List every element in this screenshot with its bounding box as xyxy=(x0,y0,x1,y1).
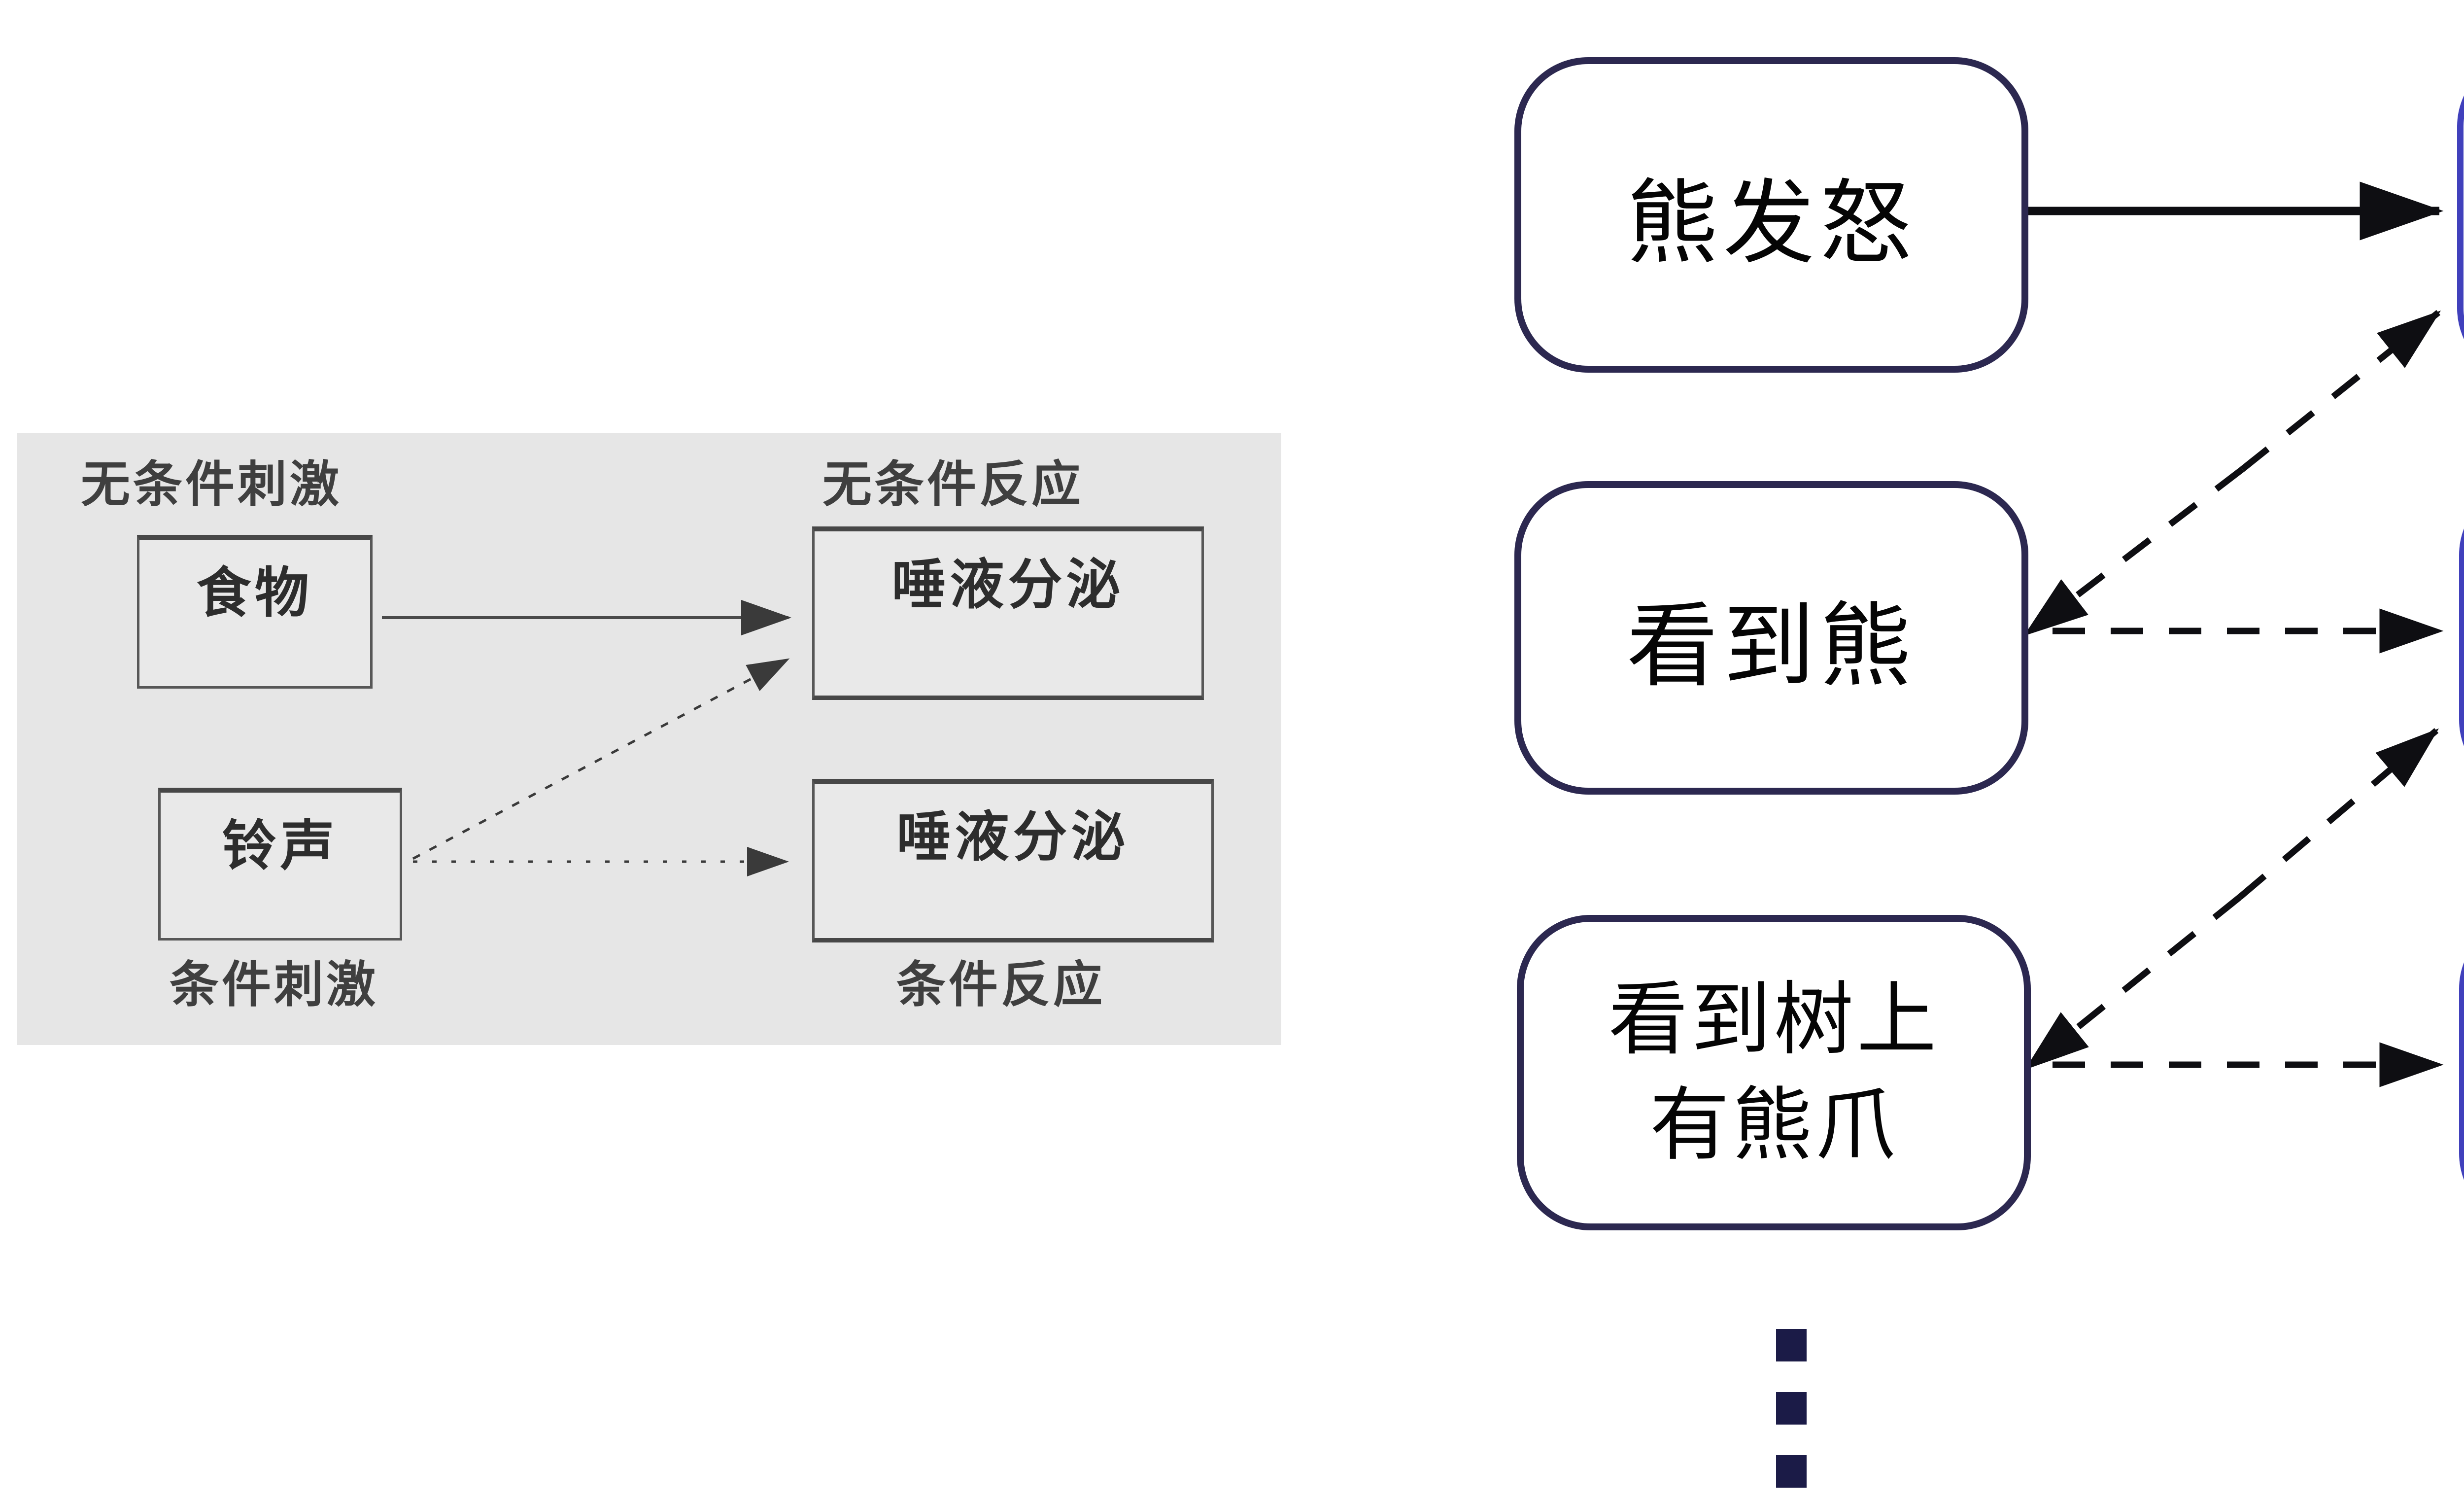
salivation-box-bottom: 唾液分泌 xyxy=(812,779,1214,942)
ellipsis-dot-left-1 xyxy=(1776,1329,1807,1361)
state-bear-claw-line2: 有熊爪 xyxy=(1649,1081,1898,1170)
salivation-top-label: 唾液分泌 xyxy=(891,555,1125,615)
label-unconditioned-response: 无条件反应 xyxy=(822,457,1084,512)
food-box-label: 食物 xyxy=(197,563,313,624)
value-next-to-bear-claw-dashed-arrow-down xyxy=(2024,894,2242,1071)
reward-to-see-bear-dashed-arrow-down xyxy=(2023,466,2244,637)
state-bear-claw-label: 看到树上 有熊爪 xyxy=(1608,967,1940,1178)
ellipsis-dot-left-2 xyxy=(1776,1392,1807,1425)
bell-box: 铃声 xyxy=(158,788,402,941)
bear-claw-to-value-next-dashed-arrow-up xyxy=(2237,728,2439,900)
see-bear-to-reward-dashed-arrow-up xyxy=(2240,310,2441,472)
label-unconditioned-stimulus: 无条件刺激 xyxy=(81,457,342,512)
state-bear-claw-line1: 看到树上 xyxy=(1608,975,1940,1065)
state-box-bear-claw: 看到树上 有熊爪 xyxy=(1517,915,2031,1230)
bell-box-label: 铃声 xyxy=(222,816,339,876)
state-box-bear-anger: 熊发怒 xyxy=(1514,57,2028,373)
state-box-see-bear: 看到熊 xyxy=(1514,481,2028,795)
value-box-v-next: V(s′) xyxy=(2459,481,2464,794)
state-bear-anger-label: 熊发怒 xyxy=(1626,173,1916,275)
label-conditioned-stimulus: 条件刺激 xyxy=(170,957,378,1012)
classical-conditioning-panel: 无条件刺激 无条件反应 条件刺激 条件反应 食物 唾液分泌 铃声 唾液分泌 xyxy=(17,433,1281,1045)
value-box-v: V(s) xyxy=(2459,915,2464,1227)
value-box-reward: 奖励 xyxy=(2457,53,2464,382)
salivation-box-top: 唾液分泌 xyxy=(812,526,1204,700)
state-see-bear-label: 看到熊 xyxy=(1626,595,1916,697)
food-box: 食物 xyxy=(137,535,373,689)
salivation-bottom-label: 唾液分泌 xyxy=(896,807,1129,868)
label-conditioned-response: 条件反应 xyxy=(896,957,1105,1012)
ellipsis-dot-left-3 xyxy=(1776,1455,1807,1488)
